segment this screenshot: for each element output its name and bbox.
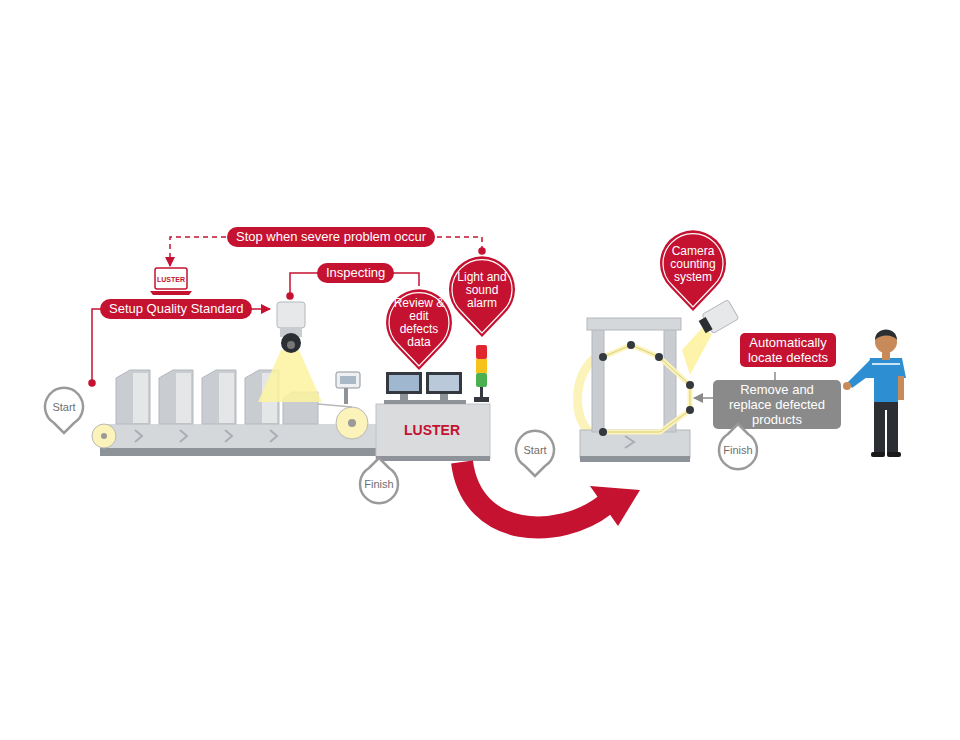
transfer-arrow (462, 462, 640, 527)
finish-marker: Finish (357, 456, 401, 506)
callout-pin: Review & edit defects data (385, 289, 453, 371)
callout-pin: Light and sound alarm (448, 256, 516, 338)
node-text: Start (523, 444, 546, 456)
laptop-icon (150, 268, 192, 295)
step-pill: Setup Quality Standard (100, 299, 252, 319)
start-marker: Start (42, 385, 86, 435)
node-text: Review & edit defects data (392, 297, 446, 349)
start-marker: Start (513, 428, 557, 478)
brand-label: LUSTER (404, 423, 460, 437)
node-text: Automatically locate defects (745, 335, 831, 365)
node-text: Finish (723, 444, 752, 456)
node-text: Light and sound alarm (455, 271, 509, 310)
step-pill: Inspecting (317, 263, 394, 283)
node-text: Stop when severe problem occur (236, 229, 426, 245)
operator-figure (843, 330, 906, 458)
finish-marker: Finish (716, 422, 760, 472)
brand-label: LUSTER (157, 276, 185, 283)
node-text: Inspecting (326, 265, 385, 281)
node-text: Finish (364, 478, 393, 490)
node-text: Setup Quality Standard (109, 301, 243, 317)
node-text: Start (52, 401, 75, 413)
node-text: Remove and replace defected products (718, 382, 836, 427)
callout-pin: Camera counting system (659, 230, 727, 312)
node-text: Camera counting system (666, 245, 720, 284)
note-box: Automatically locate defects (740, 333, 836, 367)
note-box: Remove and replace defected products (713, 380, 841, 429)
step-pill: Stop when severe problem occur (227, 227, 435, 247)
